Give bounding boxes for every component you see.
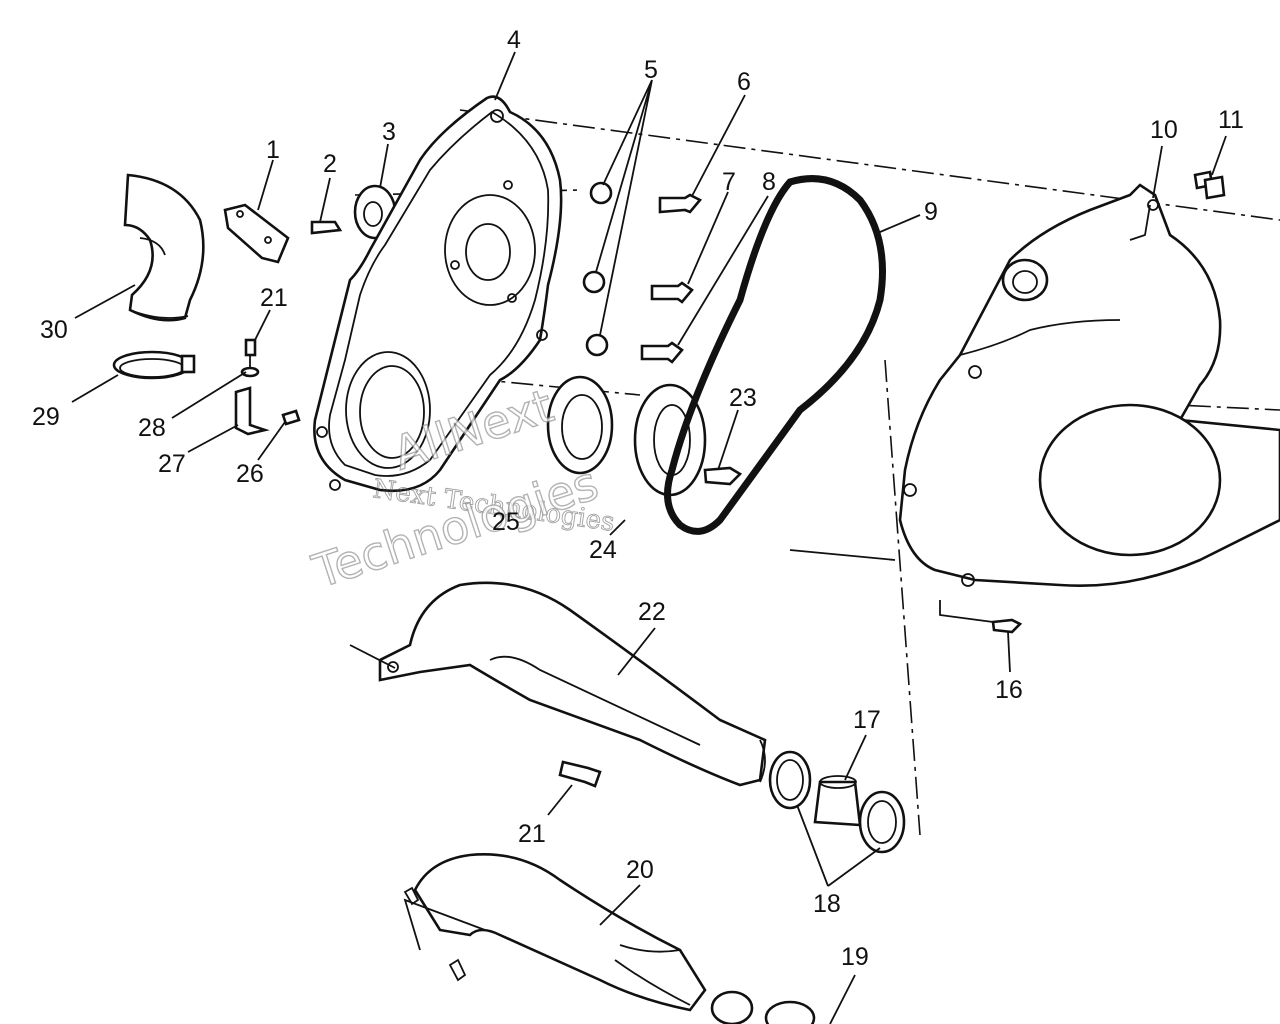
part-4-inner-cover-plate: [313, 95, 563, 493]
callout-19: 19: [841, 943, 869, 971]
callout-3: 3: [382, 118, 396, 146]
part-10-outer-cover: [898, 183, 1280, 588]
part-20-lower-duct: [403, 853, 707, 1012]
part-6-bolt: [658, 193, 703, 214]
part-25-seal: [546, 375, 614, 475]
callout-labels: 1 2 3 4 5 6 7 8 9 10 11 16 17 18 19 20 2…: [32, 26, 1244, 971]
callout-17: 17: [853, 706, 881, 734]
part-23-screw: [703, 466, 743, 486]
part-1-bracket: [223, 203, 290, 264]
callout-2: 2: [323, 150, 337, 178]
part-21-lower-bolt: [558, 760, 602, 788]
callout-18: 18: [813, 890, 841, 918]
callout-11: 11: [1218, 106, 1244, 134]
callout-24: 24: [589, 536, 617, 564]
callout-21-upper: 21: [260, 284, 288, 312]
callout-23: 23: [729, 384, 757, 412]
part-17-sleeve: [813, 775, 862, 827]
part-7-bolt: [650, 281, 694, 304]
callout-27: 27: [158, 450, 186, 478]
part-28-washer: [240, 366, 260, 378]
callout-4: 4: [507, 26, 521, 54]
part-8-bolt: [640, 341, 684, 364]
callout-29: 29: [32, 403, 60, 431]
callout-1: 1: [266, 136, 280, 164]
part-30-elbow-duct: [123, 173, 205, 322]
callout-26: 26: [236, 460, 264, 488]
callout-8: 8: [762, 168, 776, 196]
callout-30: 30: [40, 316, 68, 344]
part-5-washers: [582, 181, 613, 357]
part-27-clip: [234, 386, 270, 436]
callout-16: 16: [995, 676, 1023, 704]
part-16-screw: [939, 600, 1023, 634]
callout-20: 20: [626, 856, 654, 884]
part-19-clamps: [710, 990, 816, 1024]
leader-lines: [71, 51, 1227, 1024]
part-9-drive-belt: [664, 175, 886, 535]
callout-7: 7: [722, 168, 736, 196]
part-22-upper-duct: [378, 581, 767, 787]
callout-25: 25: [492, 508, 520, 536]
callout-22: 22: [638, 598, 666, 626]
callout-10: 10: [1150, 116, 1178, 144]
part-2-screw: [310, 220, 343, 235]
part-29-hose-clamp: [112, 350, 196, 380]
callout-9: 9: [924, 198, 938, 226]
callout-21-lower: 21: [518, 820, 546, 848]
callout-5: 5: [644, 56, 658, 84]
callout-6: 6: [737, 68, 751, 96]
callout-28: 28: [138, 414, 166, 442]
part-18-clamps: [768, 750, 906, 854]
part-11-decal: [1193, 170, 1226, 200]
part-26-screw: [281, 409, 301, 426]
